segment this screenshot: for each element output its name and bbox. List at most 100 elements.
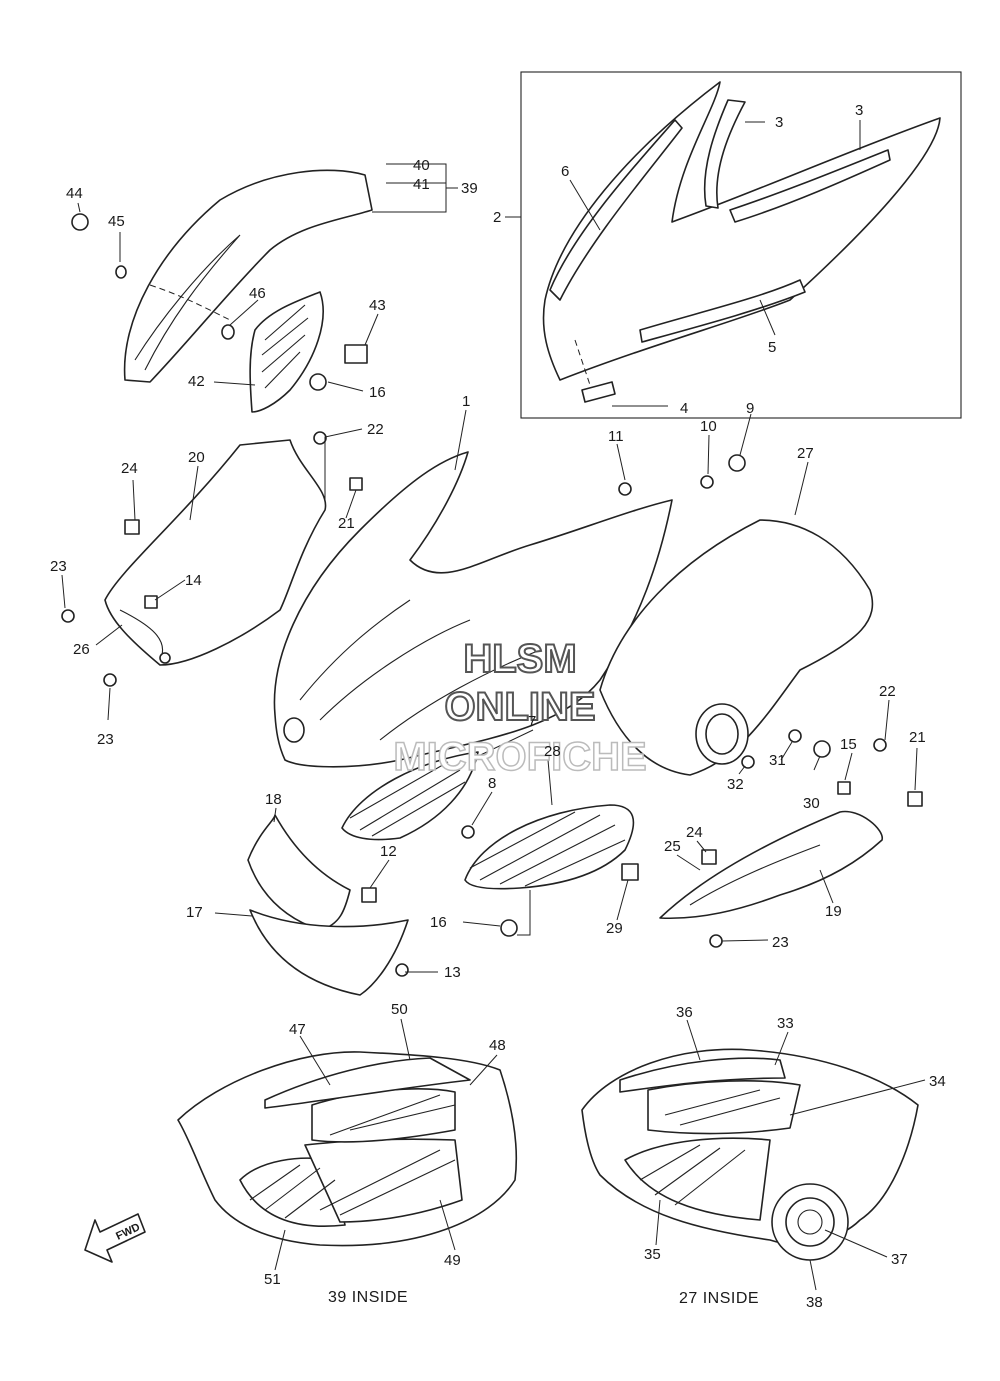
pad-47 [264,1057,471,1109]
callout-29: 29 [606,920,623,937]
caption-27-inside: 27 INSIDE [679,1290,759,1307]
stripe-6 [549,119,683,301]
callout-24b: 24 [686,824,703,841]
pad-33 [619,1057,786,1093]
callout-37: 37 [891,1251,908,1268]
duct-42-grille [261,304,309,389]
callout-16b: 16 [430,914,447,931]
callout-1: 1 [462,393,470,410]
callout-46: 46 [249,285,266,302]
callout-3a: 3 [775,114,783,131]
lower-cover-19-25 [659,738,923,948]
callout-9: 9 [746,400,754,417]
screw-22-left [313,431,327,445]
side-panel-20 [61,431,363,687]
callout-23c: 23 [772,934,789,951]
screw-23-b [103,673,117,687]
callout-51: 51 [264,1271,281,1288]
clip-43 [344,344,368,364]
callout-28: 28 [544,743,561,760]
washer-45 [115,265,127,279]
callout-40: 40 [413,157,430,174]
callout-25: 25 [664,838,681,855]
cover-39 [123,169,373,383]
watermark-line-2: ONLINE [444,685,595,729]
callout-36: 36 [676,1004,693,1021]
hole [159,652,171,664]
washer-11 [618,482,632,496]
lower-cover-17-18 [247,814,409,996]
cover-17 [249,909,409,996]
inset-box-part-2 [520,71,962,419]
grommet-16-bottom [500,919,518,937]
callout-35: 35 [644,1246,661,1263]
callout-2: 2 [493,209,501,226]
callout-38: 38 [806,1294,823,1311]
washer-46 [221,324,235,340]
ring-37 [785,1197,835,1247]
callout-39: 39 [461,180,478,197]
speaker-inner [705,713,739,755]
callout-48: 48 [489,1037,506,1054]
stripe-3-left [703,99,746,209]
clip-15 [837,781,851,795]
grilles [341,751,639,937]
callout-8: 8 [488,775,496,792]
callout-33: 33 [777,1015,794,1032]
callout-26: 26 [73,641,90,658]
screw-23-c [709,934,723,948]
callout-31: 31 [769,752,786,769]
callout-24a: 24 [121,460,138,477]
grommet-16-top [309,373,327,391]
washer-10 [700,475,714,489]
callout-21b: 21 [909,729,926,746]
pad-34 [647,1080,801,1135]
cover-18 [247,814,351,931]
callout-7: 7 [528,713,536,730]
cover-39-edge [134,234,241,371]
callout-6: 6 [561,163,569,180]
callout-22a: 22 [367,421,384,438]
cover-25 [689,844,821,906]
watermark-line-1: HLSM [463,637,576,681]
nut-21-left [349,477,363,491]
side-cover-27 [599,519,874,776]
callout-3b: 3 [855,102,863,119]
callout-42: 42 [188,373,205,390]
callout-14: 14 [185,572,202,589]
cover-39-assembly-line [149,284,231,321]
callout-45: 45 [108,213,125,230]
callout-32: 32 [727,776,744,793]
caption-39-inside: 39 INSIDE [328,1289,408,1306]
side-cover-27-body [599,519,874,776]
callout-20: 20 [188,449,205,466]
callout-18: 18 [265,791,282,808]
stripe-5 [639,279,806,343]
inside-view-39 [177,1051,518,1247]
clip-24-left [124,519,140,535]
grille-28 [464,804,635,890]
nut-14 [144,595,158,609]
duct-42-body [249,291,324,413]
inside-view-27 [581,1048,919,1261]
ring-37-inner [797,1209,823,1235]
callout-50: 50 [391,1001,408,1018]
washer-31 [788,729,802,743]
callout-47: 47 [289,1021,306,1038]
callout-13: 13 [444,964,461,981]
inset-frame [520,71,962,419]
clip-29 [621,863,639,881]
nut-9 [728,454,746,472]
nut-30 [813,740,831,758]
assembly-line [574,339,591,386]
callout-17: 17 [186,904,203,921]
side-panel-20-body [104,439,327,666]
callout-43: 43 [369,297,386,314]
nut-21-right [907,791,923,807]
callout-23a: 23 [50,558,67,575]
washer-32 [741,755,755,769]
callout-44: 44 [66,185,83,202]
inside-27-hatching [639,1089,781,1206]
